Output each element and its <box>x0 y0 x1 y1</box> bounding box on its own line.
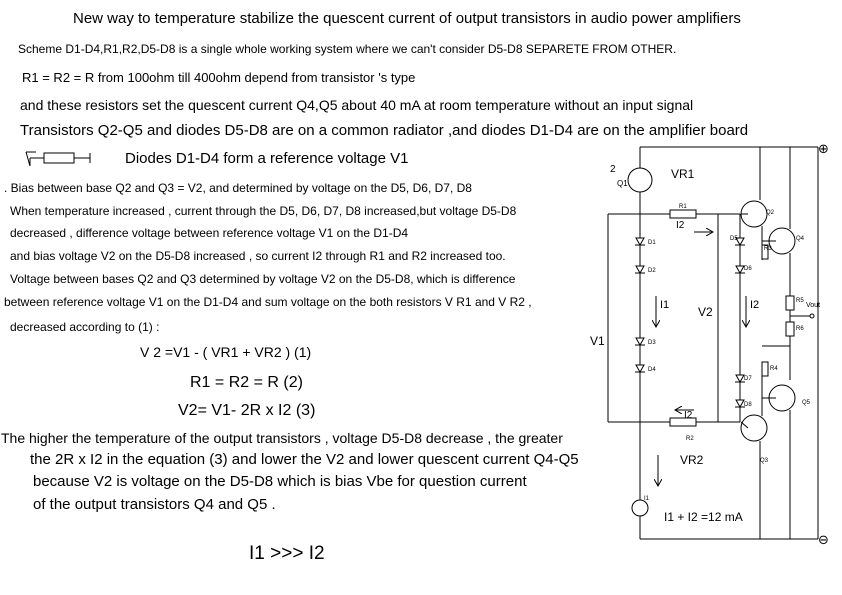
label-q1: Q1 <box>617 179 628 188</box>
text-line: the 2R x I2 in the equation (3) and lowe… <box>30 451 579 468</box>
equation-2: R1 = R2 = R (2) <box>190 374 303 391</box>
label-i2: I2 <box>750 299 759 311</box>
diode-d4 <box>635 364 645 374</box>
label-d5: D5 <box>730 236 738 242</box>
label-i2-top: I2 <box>676 220 685 231</box>
diode-d6 <box>735 265 745 275</box>
resistor-r3 <box>761 244 769 260</box>
diode-d8 <box>735 399 745 409</box>
label-r1: R1 <box>679 204 687 210</box>
resistor-legend-icon <box>25 151 91 167</box>
text-line: Transistors Q2-Q5 and diodes D5-D8 are o… <box>20 122 749 139</box>
text-line: and bias voltage V2 on the D5-D8 increas… <box>10 249 506 263</box>
resistor-r6 <box>785 321 795 337</box>
label-d3: D3 <box>648 340 656 346</box>
current-ratio-note: I1 >>> I2 <box>249 543 325 564</box>
current-source <box>631 499 649 517</box>
label-r5: R5 <box>796 298 804 304</box>
label-vr1: VR1 <box>671 167 695 181</box>
label-v1: V1 <box>590 334 605 348</box>
label-d7: D7 <box>744 376 752 382</box>
label-d2: D2 <box>648 268 656 274</box>
resistor-r2 <box>669 417 697 427</box>
diode-d5 <box>735 237 745 247</box>
equation-1: V 2 =V1 - ( VR1 + VR2 ) (1) <box>140 344 312 360</box>
text-line: R1 = R2 = R from 100ohm till 400ohm depe… <box>22 70 416 85</box>
diode-d1 <box>635 237 645 247</box>
resistor-r4 <box>761 361 769 377</box>
equation-3: V2= V1- 2R x I2 (3) <box>178 402 316 419</box>
resistor-r5 <box>785 295 795 311</box>
label-current-sum: I1 + I2 =12 mA <box>664 510 743 524</box>
diode-d3 <box>635 337 645 347</box>
label-q5: Q5 <box>802 400 811 406</box>
label-i2-bottom: I2 <box>684 410 693 421</box>
label-r2: R2 <box>686 436 694 442</box>
label-d4: D4 <box>648 367 656 373</box>
text-line: between reference voltage V1 on the D1-D… <box>4 295 532 309</box>
page-title: New way to temperature stabilize the que… <box>73 10 741 27</box>
label-i1: I1 <box>660 299 669 311</box>
text-line: Scheme D1-D4,R1,R2,D5-D8 is a single who… <box>18 42 677 56</box>
diode-d7 <box>735 374 745 384</box>
label-q3: Q3 <box>760 458 769 464</box>
text-line: When temperature increased , current thr… <box>10 204 517 218</box>
label-r4: R4 <box>770 366 778 372</box>
label-vr2: VR2 <box>680 453 704 467</box>
text-line: decreased , difference voltage between r… <box>10 226 409 240</box>
text-line: decreased according to (1) : <box>10 320 160 334</box>
resistor-r1 <box>669 209 697 219</box>
text-line: and these resistors set the quescent cur… <box>20 97 694 113</box>
text-line: of the output transistors Q4 and Q5 . <box>33 496 276 513</box>
label-q2: Q2 <box>766 210 775 216</box>
negative-terminal-icon: ⊖ <box>818 532 829 547</box>
transistor-q3 <box>740 414 768 442</box>
label-q4: Q4 <box>796 236 805 242</box>
label-q1-index: 2 <box>610 164 616 175</box>
text-line: . Bias between base Q2 and Q3 = V2, and … <box>4 181 472 195</box>
label-d6: D6 <box>744 266 752 272</box>
label-source: I1 <box>644 496 650 502</box>
label-d1: D1 <box>648 240 656 246</box>
text-line: The higher the temperature of the output… <box>1 430 563 446</box>
diode-d2 <box>635 265 645 275</box>
label-d8: D8 <box>744 402 752 408</box>
positive-terminal-icon: ⊕ <box>818 141 829 156</box>
label-v2: V2 <box>698 305 713 319</box>
transistor-q1 <box>627 167 653 193</box>
text-line: Voltage between bases Q2 and Q3 determin… <box>10 272 516 286</box>
label-vout: Vout <box>806 302 820 309</box>
label-r6: R6 <box>796 326 804 332</box>
text-line: Diodes D1-D4 form a reference voltage V1 <box>125 150 409 167</box>
label-r3: R3 <box>764 246 772 252</box>
text-line: because V2 is voltage on the D5-D8 which… <box>33 473 527 490</box>
